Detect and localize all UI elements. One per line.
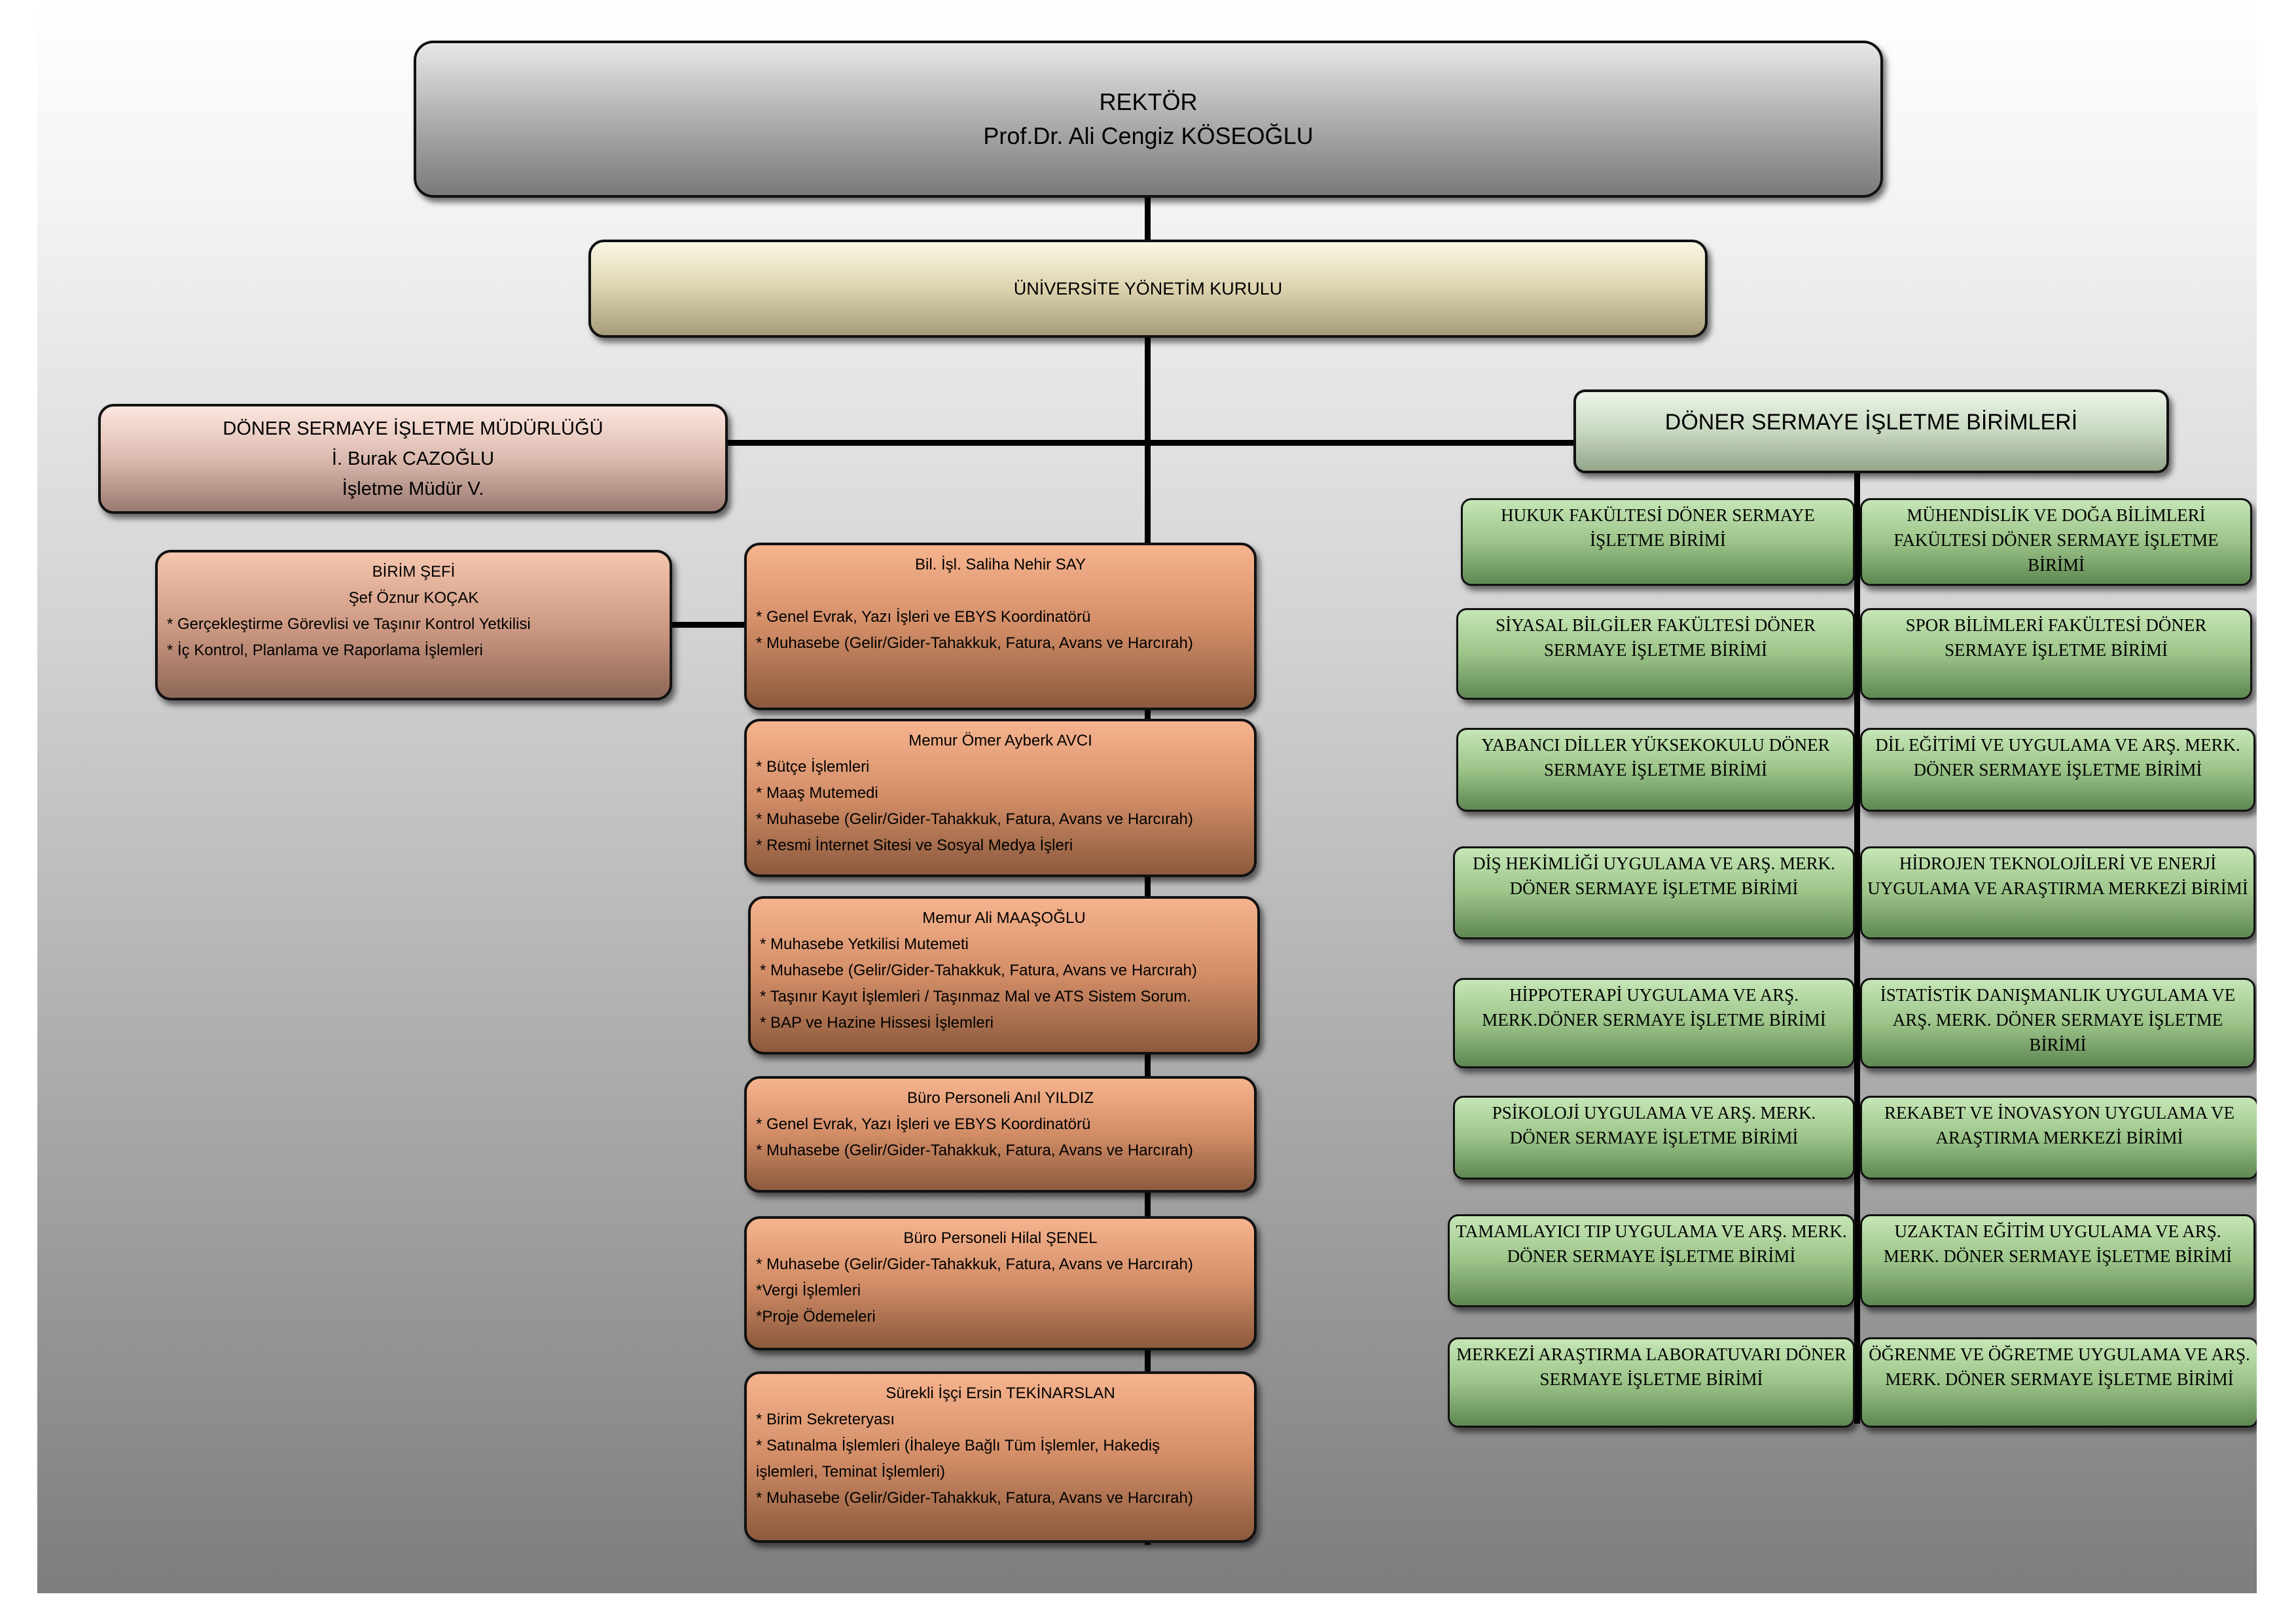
staff-item: * Resmi İnternet Sitesi ve Sosyal Medya … — [756, 837, 1073, 854]
staff-item: * Muhasebe Yetkilisi Mutemeti — [760, 935, 969, 953]
unit-label: ÖĞRENME VE ÖĞRETME UYGULAMA VE ARŞ. MERK… — [1869, 1344, 2250, 1389]
unit-yabanci-diller: YABANCI DİLLER YÜKSEKOKULU DÖNER SERMAYE… — [1456, 728, 1855, 812]
staff-box-tekinarslan: Sürekli İşçi Ersin TEKİNARSLAN * Birim S… — [744, 1371, 1257, 1543]
unit-label: DİL EĞİTİMİ VE UYGULAMA VE ARŞ. MERK. DÖ… — [1875, 735, 2240, 780]
staff-item: * Muhasebe (Gelir/Gider-Tahakkuk, Fatura… — [756, 1489, 1193, 1507]
staff-box-say: Bil. İşl. Saliha Nehir SAY * Genel Evrak… — [744, 543, 1257, 710]
unit-psikoloji: PSİKOLOJİ UYGULAMA VE ARŞ. MERK. DÖNER S… — [1453, 1096, 1855, 1180]
staff-item: *Proje Ödemeleri — [756, 1308, 876, 1326]
unit-ogrenme-ogretme: ÖĞRENME VE ÖĞRETME UYGULAMA VE ARŞ. MERK… — [1860, 1337, 2257, 1428]
unit-label: SPOR BİLİMLERİ FAKÜLTESİ DÖNER SERMAYE İ… — [1905, 615, 2207, 660]
unit-hidrojen: HİDROJEN TEKNOLOJİLERİ VE ENERJİ UYGULAM… — [1860, 846, 2255, 939]
mudurluk-role: İşletme Müdür V. — [342, 478, 484, 499]
birim-sefi-item: * İç Kontrol, Planlama ve Raporlama İşle… — [167, 641, 483, 659]
staff-box-yildiz: Büro Personeli Anıl YILDIZ * Genel Evrak… — [744, 1076, 1257, 1193]
unit-rekabet: REKABET VE İNOVASYON UYGULAMA VE ARAŞTIR… — [1860, 1096, 2257, 1180]
unit-uzaktan-egitim: UZAKTAN EĞİTİM UYGULAMA VE ARŞ. MERK. DÖ… — [1860, 1214, 2255, 1307]
org-chart-canvas: REKTÖR Prof.Dr. Ali Cengiz KÖSEOĞLU ÜNİV… — [37, 0, 2257, 1593]
staff-item: * BAP ve Hazine Hissesi İşlemleri — [760, 1014, 994, 1032]
birim-sefi-item: * Gerçekleştirme Görevlisi ve Taşınır Ko… — [167, 615, 531, 633]
staff-title: Memur Ömer Ayberk AVCI — [908, 732, 1092, 749]
birim-sefi-name: Şef Öznur KOÇAK — [348, 589, 479, 607]
connector-sefi-staff — [666, 622, 783, 628]
unit-label: SİYASAL BİLGİLER FAKÜLTESİ DÖNER SERMAYE… — [1496, 615, 1816, 660]
birim-sefi-box: BİRİM ŞEFİ Şef Öznur KOÇAK * Gerçekleşti… — [155, 550, 672, 700]
staff-title: Büro Personeli Anıl YILDIZ — [906, 1089, 1094, 1107]
staff-item: * Muhasebe (Gelir/Gider-Tahakkuk, Fatura… — [760, 962, 1197, 979]
staff-item: * Muhasebe (Gelir/Gider-Tahakkuk, Fatura… — [756, 1142, 1193, 1159]
unit-label: YABANCI DİLLER YÜKSEKOKULU DÖNER SERMAYE… — [1481, 735, 1830, 780]
rektor-title: REKTÖR — [1099, 88, 1198, 115]
staff-item: * Muhasebe (Gelir/Gider-Tahakkuk, Fatura… — [756, 1255, 1193, 1273]
staff-item: * Birim Sekreteryası — [756, 1411, 895, 1428]
staff-item: * Genel Evrak, Yazı İşleri ve EBYS Koord… — [756, 1115, 1091, 1133]
staff-title: Büro Personeli Hilal ŞENEL — [903, 1229, 1098, 1247]
unit-label: HUKUK FAKÜLTESİ DÖNER SERMAYE İŞLETME Bİ… — [1501, 505, 1815, 550]
mudurluk-title: DÖNER SERMAYE İŞLETME MÜDÜRLÜĞÜ — [223, 418, 603, 439]
unit-hukuk: HUKUK FAKÜLTESİ DÖNER SERMAYE İŞLETME Bİ… — [1461, 498, 1855, 586]
staff-box-avci: Memur Ömer Ayberk AVCI * Bütçe İşlemleri… — [744, 719, 1257, 877]
unit-label: DİŞ HEKİMLİĞİ UYGULAMA VE ARŞ. MERK. DÖN… — [1473, 854, 1835, 898]
staff-item: işlemleri, Teminat İşlemleri) — [756, 1463, 945, 1481]
connector-horizontal-mudurluk-birimler — [725, 440, 1619, 446]
staff-item: * Satınalma İşlemleri (İhaleye Bağlı Tüm… — [756, 1437, 1160, 1454]
rektor-box: REKTÖR Prof.Dr. Ali Cengiz KÖSEOĞLU — [414, 41, 1883, 198]
unit-siyasal: SİYASAL BİLGİLER FAKÜLTESİ DÖNER SERMAYE… — [1456, 608, 1855, 700]
rektor-name: Prof.Dr. Ali Cengiz KÖSEOĞLU — [983, 122, 1314, 149]
unit-merkezi-arastirma: MERKEZİ ARAŞTIRMA LABORATUVARI DÖNER SER… — [1448, 1337, 1855, 1428]
staff-title: Sürekli İşçi Ersin TEKİNARSLAN — [886, 1384, 1115, 1402]
staff-title: Bil. İşl. Saliha Nehir SAY — [915, 556, 1086, 573]
mudurluk-name: İ. Burak CAZOĞLU — [331, 448, 495, 469]
staff-box-senel: Büro Personeli Hilal ŞENEL * Muhasebe (G… — [744, 1216, 1257, 1350]
staff-item: * Genel Evrak, Yazı İşleri ve EBYS Koord… — [756, 608, 1091, 626]
staff-item: * Taşınır Kayıt İşlemleri / Taşınmaz Mal… — [760, 988, 1191, 1005]
unit-label: HİDROJEN TEKNOLOJİLERİ VE ENERJİ UYGULAM… — [1867, 854, 2248, 898]
birimler-title: DÖNER SERMAYE İŞLETME BİRİMLERİ — [1664, 409, 2078, 435]
unit-label: PSİKOLOJİ UYGULAMA VE ARŞ. MERK. DÖNER S… — [1492, 1103, 1816, 1147]
unit-label: TAMAMLAYICI TIP UYGULAMA VE ARŞ. MERK. D… — [1456, 1221, 1847, 1266]
board-box: ÜNİVERSİTE YÖNETİM KURULU — [588, 240, 1708, 338]
unit-dis-hekimligi: DİŞ HEKİMLİĞİ UYGULAMA VE ARŞ. MERK. DÖN… — [1453, 846, 1855, 939]
staff-box-maasoglu: Memur Ali MAAŞOĞLU * Muhasebe Yetkilisi … — [748, 896, 1260, 1055]
unit-label: REKABET VE İNOVASYON UYGULAMA VE ARAŞTIR… — [1884, 1103, 2235, 1147]
birim-sefi-title: BİRİM ŞEFİ — [372, 563, 456, 581]
staff-item: * Bütçe İşlemleri — [756, 758, 870, 776]
board-title: ÜNİVERSİTE YÖNETİM KURULU — [1013, 278, 1283, 298]
unit-spor-bilimleri: SPOR BİLİMLERİ FAKÜLTESİ DÖNER SERMAYE İ… — [1860, 608, 2252, 700]
unit-label: UZAKTAN EĞİTİM UYGULAMA VE ARŞ. MERK. DÖ… — [1883, 1221, 2233, 1266]
staff-item: * Muhasebe (Gelir/Gider-Tahakkuk, Fatura… — [756, 634, 1193, 652]
unit-tamamlayici-tip: TAMAMLAYICI TIP UYGULAMA VE ARŞ. MERK. D… — [1448, 1214, 1855, 1307]
unit-dil-egitimi: DİL EĞİTİMİ VE UYGULAMA VE ARŞ. MERK. DÖ… — [1860, 728, 2255, 812]
mudurluk-box: DÖNER SERMAYE İŞLETME MÜDÜRLÜĞÜ İ. Burak… — [98, 404, 728, 514]
staff-title: Memur Ali MAAŞOĞLU — [922, 909, 1086, 927]
staff-item: * Maaş Mutemedi — [756, 784, 878, 802]
connector-rektor-board — [1145, 196, 1151, 242]
unit-muhendislik: MÜHENDİSLİK VE DOĞA BİLİMLERİ FAKÜLTESİ … — [1860, 498, 2252, 586]
staff-item: * Muhasebe (Gelir/Gider-Tahakkuk, Fatura… — [756, 810, 1193, 828]
staff-item: *Vergi İşlemleri — [756, 1282, 861, 1299]
unit-hippoterapi: HİPPOTERAPİ UYGULAMA VE ARŞ. MERK.DÖNER … — [1453, 978, 1855, 1068]
unit-istatistik: İSTATİSTİK DANIŞMANLIK UYGULAMA VE ARŞ. … — [1860, 978, 2255, 1068]
unit-label: İSTATİSTİK DANIŞMANLIK UYGULAMA VE ARŞ. … — [1880, 985, 2236, 1055]
birimler-header-box: DÖNER SERMAYE İŞLETME BİRİMLERİ — [1573, 389, 2169, 473]
unit-label: MÜHENDİSLİK VE DOĞA BİLİMLERİ FAKÜLTESİ … — [1893, 505, 2219, 575]
unit-label: HİPPOTERAPİ UYGULAMA VE ARŞ. MERK.DÖNER … — [1482, 985, 1826, 1030]
connector-birimler-spine — [1854, 468, 1860, 1424]
unit-label: MERKEZİ ARAŞTIRMA LABORATUVARI DÖNER SER… — [1456, 1344, 1846, 1389]
